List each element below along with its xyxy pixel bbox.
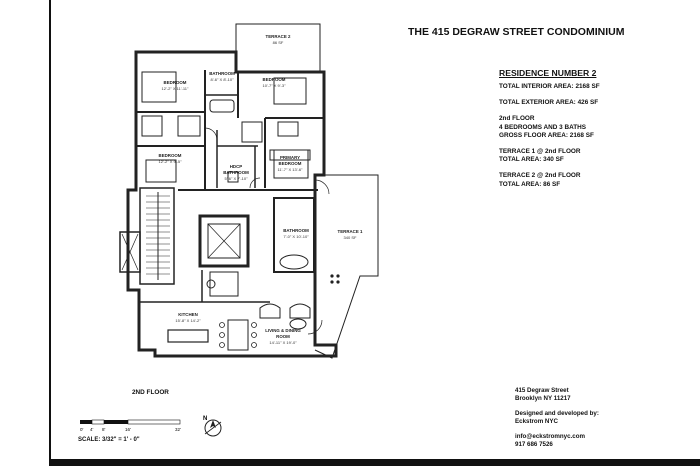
bedroom-2-label: BEDROOM	[263, 77, 286, 82]
scale-bar: 0' 4' 8' 16' 32'	[80, 419, 181, 432]
bedroom-3-dim: 12'-2" X 9'-5"	[158, 159, 182, 164]
street-address: 415 Degraw Street	[515, 387, 569, 394]
gross-floor-area-line: GROSS FLOOR AREA: 2168 SF	[499, 131, 594, 139]
dining-table	[227, 319, 249, 351]
north-arrow-icon: N	[203, 416, 222, 437]
bedroom-2-dim: 10'-7" X 9'-3"	[262, 83, 286, 88]
bathroom-2-label: BATHROOM	[283, 228, 309, 233]
bedroom-1-dim: 12'-2" X 11'-11"	[162, 86, 189, 91]
bathroom-2-dim: 7'-0" X 10'-10"	[283, 234, 309, 239]
terrace2-area: TOTAL AREA: 86 SF	[499, 180, 561, 188]
residence-heading: RESIDENCE NUMBER 2	[499, 68, 597, 78]
scale-tick-32: 32'	[175, 427, 181, 432]
floor-line: 2nd FLOOR	[499, 115, 535, 123]
developer-name: Eckstrom NYC	[515, 418, 558, 426]
city-address: Brooklyn NY 11217	[515, 395, 571, 403]
scale-tick-8: 8'	[102, 427, 106, 432]
contact-email: info@eckstromnyc.com	[515, 433, 585, 441]
total-interior-area: TOTAL INTERIOR AREA: 2168 SF	[499, 83, 600, 90]
living-dining-dim: 14'-11" X 19'-0"	[269, 340, 297, 345]
designed-by-line: Designed and developed by:	[515, 410, 599, 418]
bed-2	[273, 77, 307, 105]
bedroom-3-label: BEDROOM	[159, 153, 182, 158]
hdcp-bathroom-dim: 5'-6" X 7'-10"	[224, 176, 248, 181]
scale-tick-0: 0'	[80, 427, 84, 432]
terrace1-title: TERRACE 1 @ 2nd FLOOR	[499, 147, 581, 155]
bed-primary	[273, 149, 309, 179]
primary-bedroom-dim: 11'-7" X 13'-6"	[278, 167, 304, 172]
bed-3	[145, 159, 177, 183]
living-dining-label: LIVING & DINING	[265, 328, 301, 333]
bed-1	[141, 71, 177, 103]
bedroom-1-label: BEDROOM	[164, 80, 187, 85]
bedrooms-baths-line: 4 BEDROOMS AND 3 BATHS	[499, 123, 586, 131]
scale-tick-4: 4'	[90, 427, 94, 432]
terrace-2-dim: 86 SF	[273, 40, 284, 45]
address-block: 415 Degraw Street Brooklyn NY 11217 Desi…	[515, 387, 599, 449]
floor-plan: TERRACE 2 86 SF BEDROOM 12'-2" X 11'-11"…	[119, 23, 379, 359]
terrace-2-label: TERRACE 2	[266, 34, 291, 39]
bathroom-2-walls	[273, 197, 315, 273]
residence-info: RESIDENCE NUMBER 2 TOTAL INTERIOR AREA: …	[499, 68, 689, 197]
terrace1-area: TOTAL AREA: 340 SF	[499, 156, 564, 164]
left-frame-border	[0, 0, 51, 466]
terrace-2-outline	[235, 23, 321, 73]
floor-label: 2ND FLOOR	[132, 389, 169, 396]
bathroom-1-label: BATHROOM	[209, 71, 235, 76]
kitchen-dim: 15'-8" X 14'-2"	[175, 318, 201, 323]
north-label: N	[203, 416, 207, 422]
primary-bedroom-label-2: BEDROOM	[279, 161, 302, 166]
terrace-1-label: TERRACE 1	[338, 229, 363, 234]
terrace2-title: TERRACE 2 @ 2nd FLOOR	[499, 172, 581, 180]
total-exterior-area: TOTAL EXTERIOR AREA: 426 SF	[499, 99, 599, 107]
terrace-1-outline	[314, 174, 379, 359]
hdcp-bathroom-label-2: BATHROOM	[223, 170, 249, 175]
elevator-outline	[119, 231, 141, 273]
kitchen-label: KITCHEN	[178, 312, 198, 317]
stair-outline	[139, 187, 175, 285]
bottom-frame-border	[49, 459, 700, 466]
document-title: THE 415 DEGRAW STREET CONDOMINIUM	[408, 26, 625, 38]
exterior-wall	[126, 50, 338, 358]
kitchen-island	[167, 329, 209, 343]
primary-bedroom-label: PRIMARY	[280, 155, 300, 160]
scale-tick-16: 16'	[125, 427, 131, 432]
scale-label: SCALE: 3/32" = 1' - 0"	[78, 437, 140, 443]
tub-2	[279, 254, 309, 270]
tub-1	[209, 99, 235, 113]
hdcp-bathroom-label: HDCP	[230, 164, 243, 169]
bathroom-1-dim: 8'-6" X 8'-10"	[210, 77, 234, 82]
terrace-1-dim: 340 SF	[344, 235, 357, 240]
living-dining-label-2: ROOM	[276, 334, 290, 339]
contact-phone: 917 686 7526	[515, 441, 553, 449]
core-shaft	[198, 214, 250, 268]
